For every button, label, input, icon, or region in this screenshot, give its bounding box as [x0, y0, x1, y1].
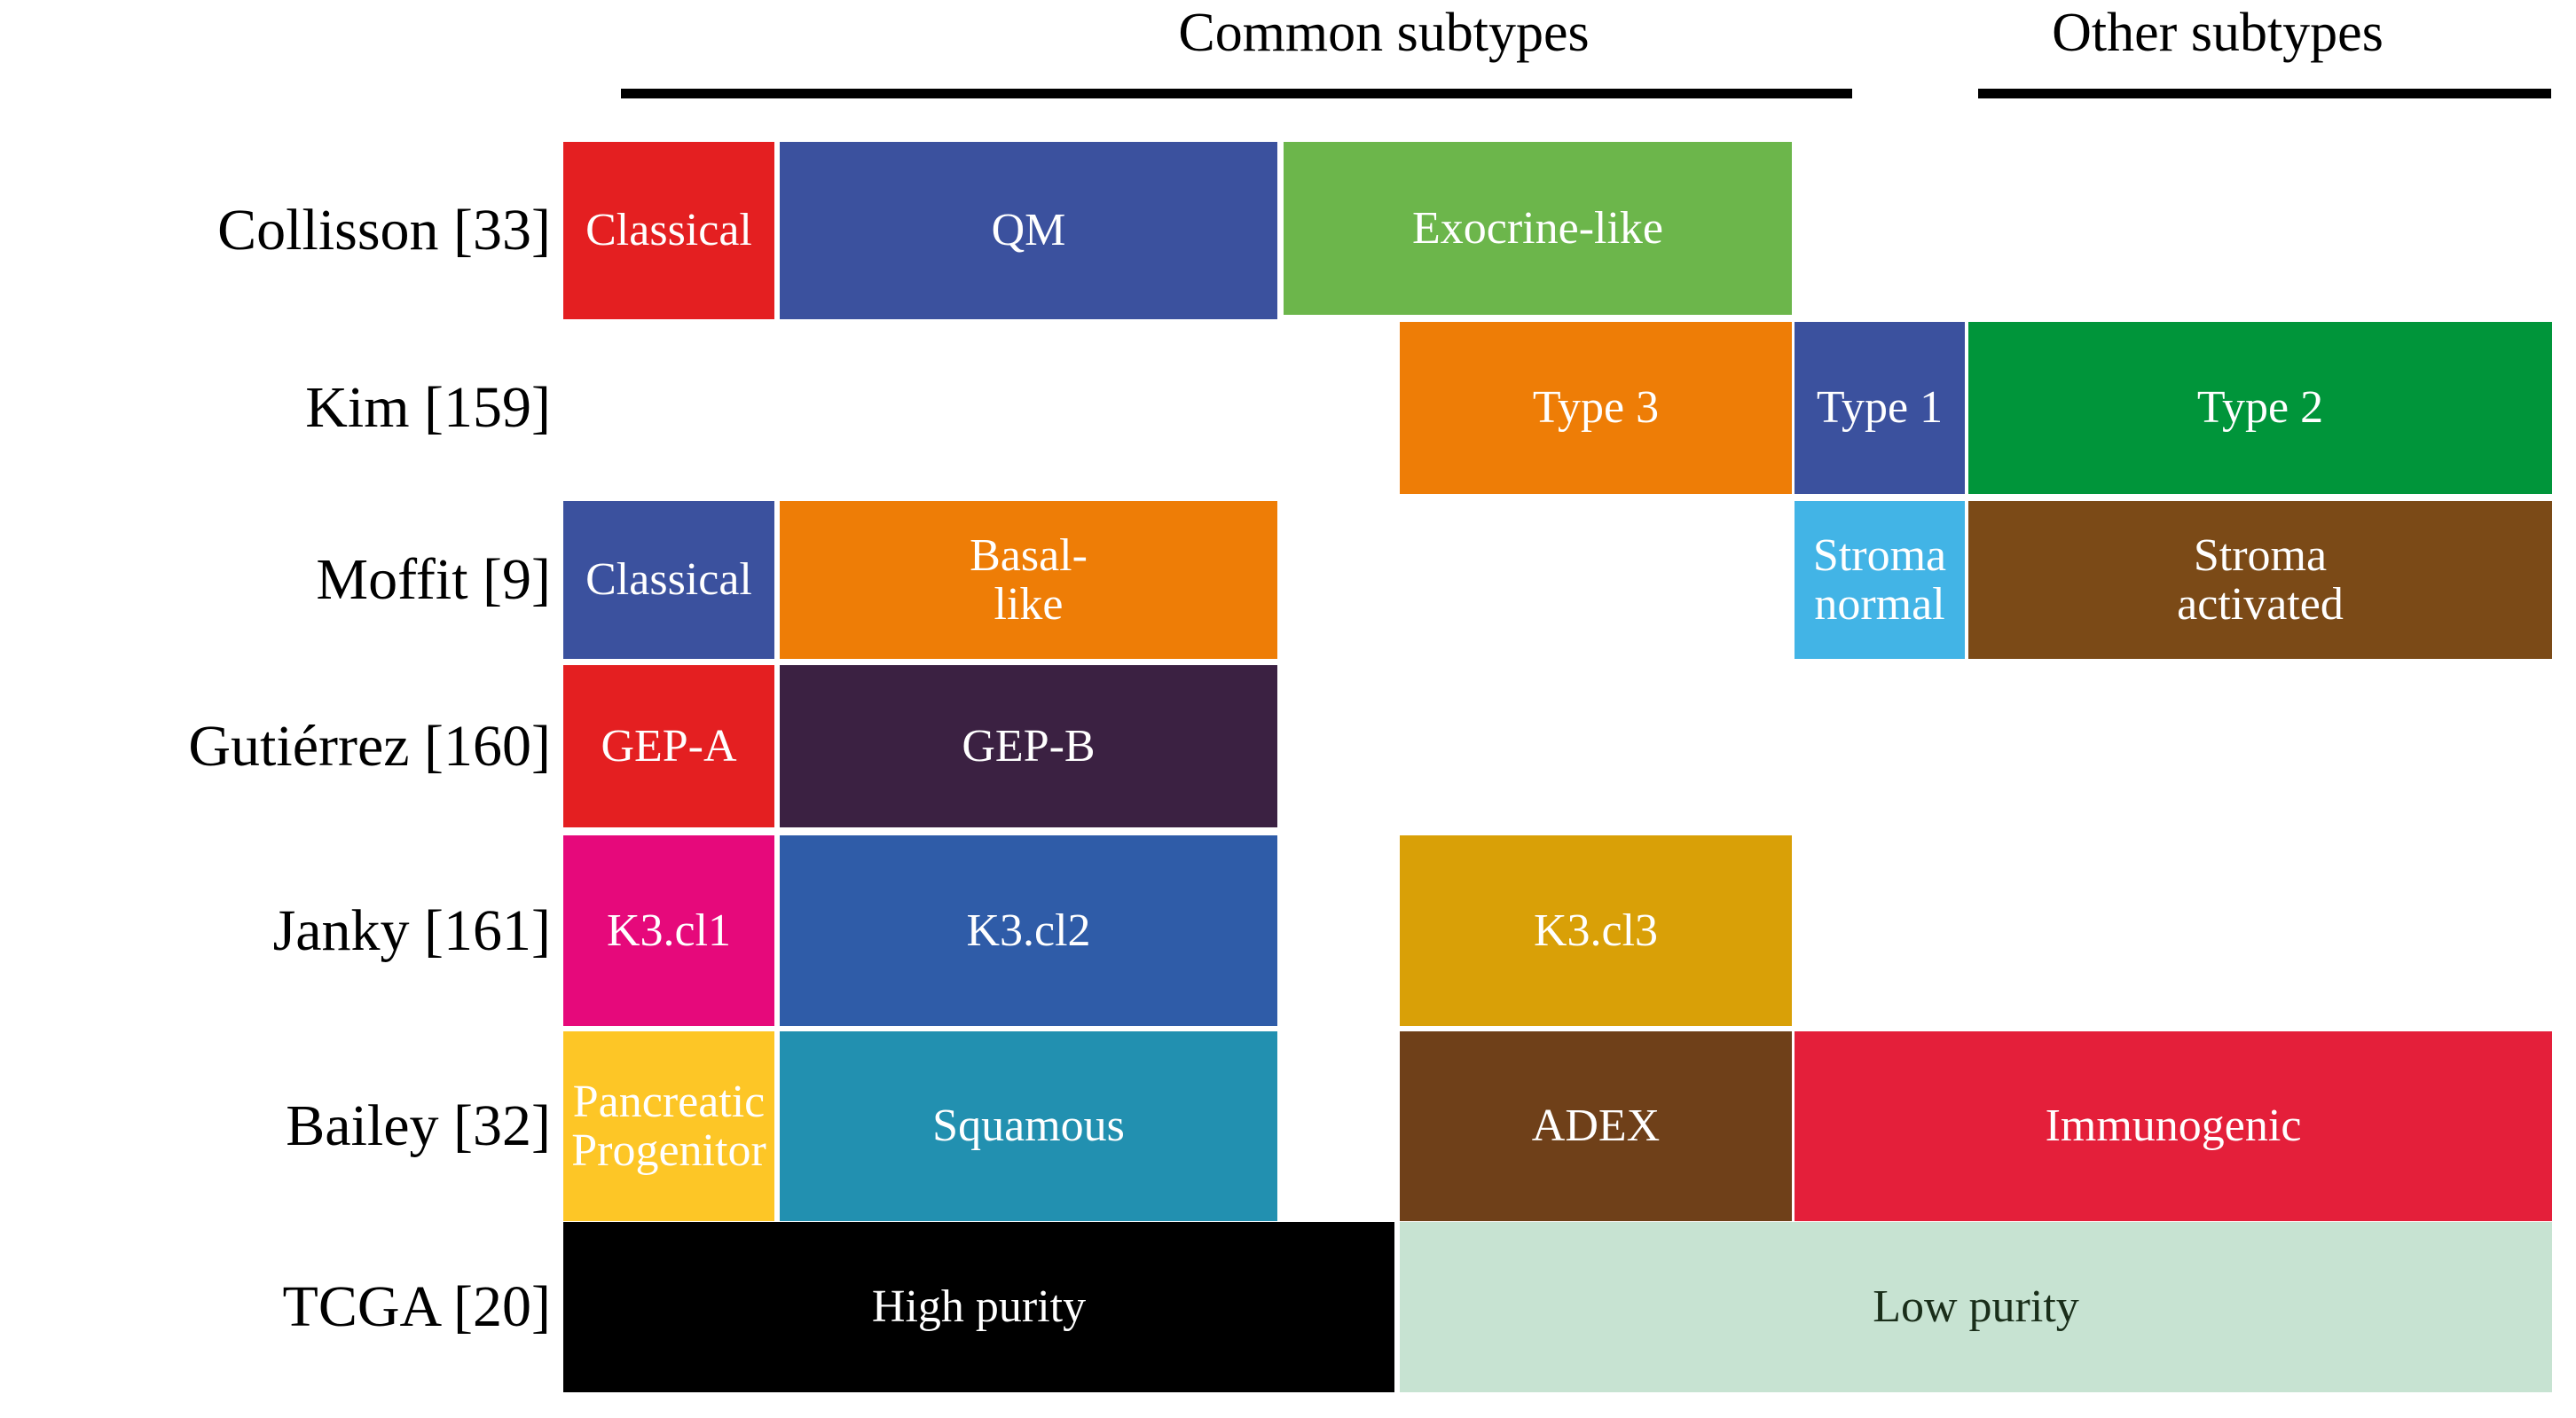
cell-bailey-adex[interactable]: ADEX [1400, 1031, 1792, 1221]
cell-kim-type3[interactable]: Type 3 [1400, 322, 1792, 494]
row-label-janky: Janky [161] [272, 897, 551, 963]
cell-label: K3.cl1 [606, 905, 732, 956]
cell-label: Classical [585, 554, 752, 606]
row-label-gutierrez: Gutiérrez [160] [188, 713, 551, 779]
cell-label: Pancreatic Progenitor [571, 1076, 766, 1176]
cell-janky-k3cl1[interactable]: K3.cl1 [563, 835, 774, 1026]
cell-kim-type1[interactable]: Type 1 [1795, 322, 1965, 494]
cell-collisson-qm[interactable]: QM [780, 142, 1277, 319]
cell-moffit-basal-like[interactable]: Basal- like [780, 501, 1277, 659]
row-label-bailey: Bailey [32] [286, 1093, 551, 1158]
cell-label: Type 1 [1816, 382, 1944, 434]
cell-label: Exocrine-like [1412, 202, 1663, 254]
cell-collisson-classical[interactable]: Classical [563, 142, 774, 319]
cell-label: Basal- like [970, 529, 1088, 630]
cell-label: Immunogenic [2045, 1101, 2302, 1152]
row-label-moffit: Moffit [9] [316, 547, 551, 612]
cell-gutierrez-gep-a[interactable]: GEP-A [563, 665, 774, 827]
group-header-other-rule [1978, 89, 2551, 98]
cell-label: Stroma activated [2177, 529, 2344, 630]
cell-label: GEP-B [962, 720, 1096, 772]
cell-moffit-classical[interactable]: Classical [563, 501, 774, 659]
group-header-other-subtypes: Other subtypes [2052, 3, 2384, 63]
row-label-collisson: Collisson [33] [217, 198, 551, 262]
cell-label: K3.cl2 [966, 905, 1091, 956]
cell-tcga-low-purity[interactable]: Low purity [1400, 1222, 2552, 1392]
cell-bailey-pancreatic-progenitor[interactable]: Pancreatic Progenitor [563, 1031, 774, 1221]
cell-label: QM [991, 205, 1066, 256]
cell-kim-type2[interactable]: Type 2 [1968, 322, 2552, 494]
cell-gutierrez-gep-b[interactable]: GEP-B [780, 665, 1277, 827]
group-header-common-subtypes: Common subtypes [1178, 3, 1590, 63]
cell-label: Low purity [1873, 1281, 2079, 1333]
cell-collisson-exocrine-like[interactable]: Exocrine-like [1284, 142, 1792, 315]
cell-label: Stroma normal [1812, 529, 1947, 630]
cell-janky-k3cl3[interactable]: K3.cl3 [1400, 835, 1792, 1026]
cell-bailey-squamous[interactable]: Squamous [780, 1031, 1277, 1221]
cell-label: Classical [585, 205, 752, 256]
cell-tcga-high-purity[interactable]: High purity [563, 1222, 1394, 1392]
cell-label: Type 3 [1532, 382, 1660, 434]
cell-bailey-immunogenic[interactable]: Immunogenic [1795, 1031, 2552, 1221]
cell-label: ADEX [1531, 1101, 1661, 1152]
cell-moffit-stroma-activated[interactable]: Stroma activated [1968, 501, 2552, 659]
cell-label: Type 2 [2196, 382, 2324, 434]
cell-label: K3.cl3 [1533, 905, 1659, 956]
row-label-tcga: TCGA [20] [282, 1274, 551, 1339]
cell-label: GEP-A [601, 720, 737, 772]
cell-janky-k3cl2[interactable]: K3.cl2 [780, 835, 1277, 1026]
cell-label: Squamous [932, 1101, 1125, 1152]
cell-label: High purity [871, 1281, 1087, 1333]
cell-moffit-stroma-normal[interactable]: Stroma normal [1795, 501, 1965, 659]
group-header-common-rule [621, 89, 1852, 98]
row-label-kim: Kim [159] [305, 375, 551, 440]
